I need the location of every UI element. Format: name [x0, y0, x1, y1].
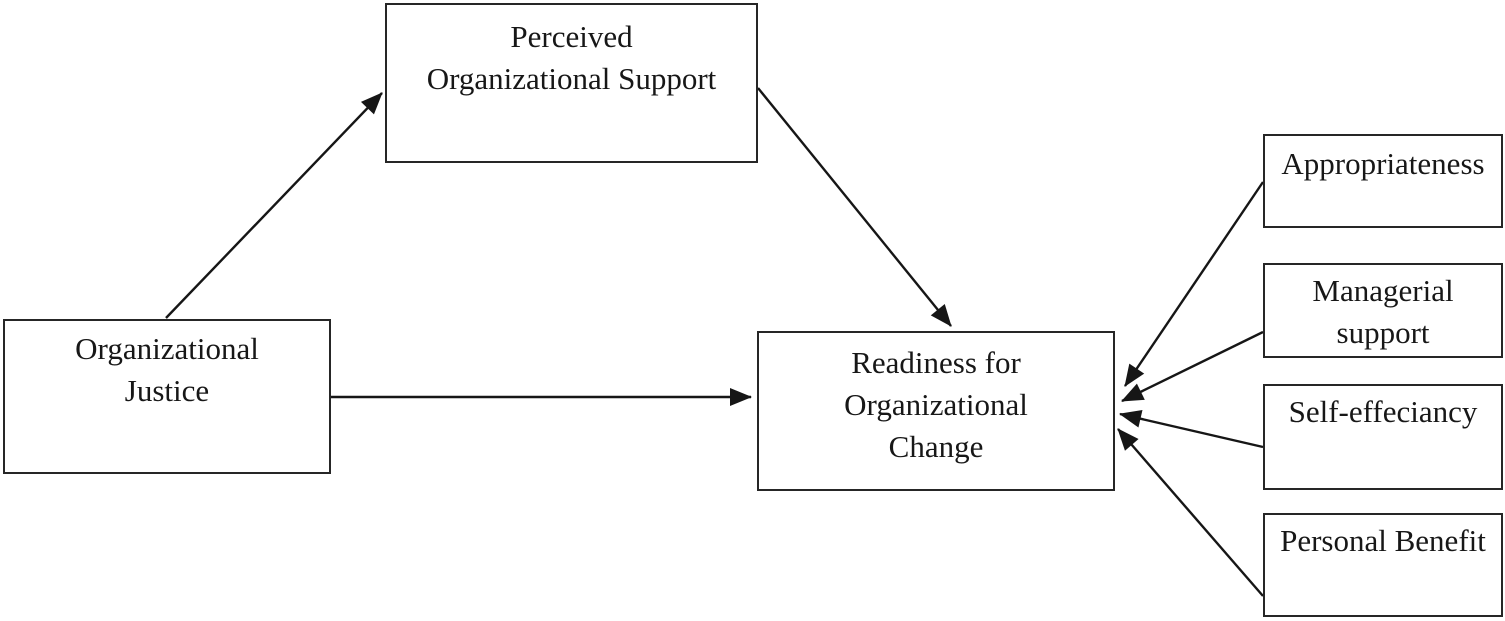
node-organizational-justice: Organizational Justice	[3, 319, 331, 474]
node-readiness-for-organizational-change-label: Readiness for Organizational Change	[844, 345, 1028, 464]
arrow-self-effeciancy-to-readiness	[1119, 409, 1264, 449]
node-organizational-justice-label: Organizational Justice	[75, 331, 259, 408]
node-managerial-support-label: Managerial support	[1312, 273, 1454, 350]
node-personal-benefit: Personal Benefit	[1263, 513, 1503, 617]
node-perceived-organizational-support-label: Perceived Organizational Support	[426, 19, 717, 96]
node-self-effeciancy-label: Self-effeciancy	[1288, 394, 1478, 429]
node-perceived-organizational-support: Perceived Organizational Support	[385, 3, 758, 163]
arrow-perceived-organizational-support-to-readiness	[757, 87, 952, 327]
node-self-effeciancy: Self-effeciancy	[1263, 384, 1503, 490]
arrow-managerial-support-to-readiness	[1121, 330, 1264, 403]
node-appropriateness-label: Appropriateness	[1281, 146, 1485, 181]
node-readiness-for-organizational-change: Readiness for Organizational Change	[757, 331, 1115, 491]
node-personal-benefit-label: Personal Benefit	[1280, 523, 1486, 558]
node-appropriateness: Appropriateness	[1263, 134, 1503, 228]
arrow-organizational-justice-to-perceived-organizational-support	[165, 92, 383, 319]
node-managerial-support: Managerial support	[1263, 263, 1503, 358]
arrow-appropriateness-to-readiness	[1124, 181, 1264, 387]
arrow-personal-benefit-to-readiness	[1117, 428, 1264, 597]
